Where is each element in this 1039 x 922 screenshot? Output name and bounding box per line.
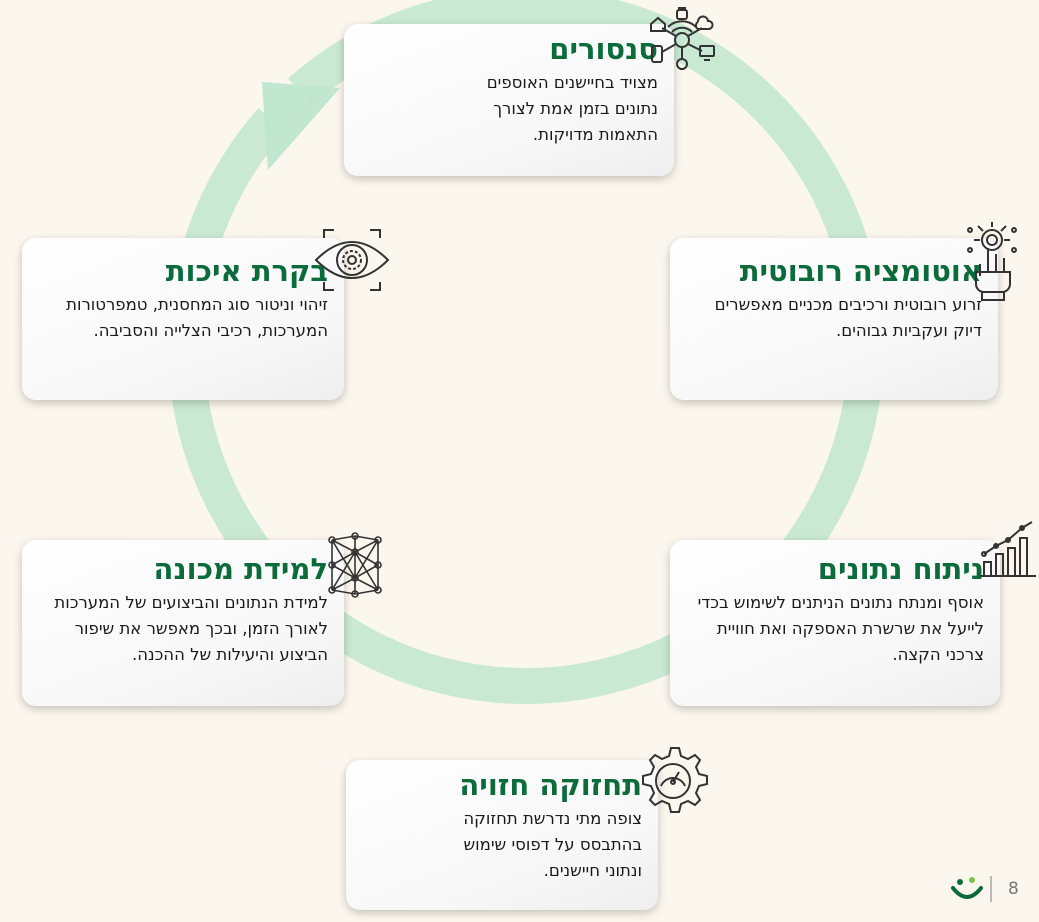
neural-network-icon: [328, 532, 382, 598]
footer: 8: [950, 876, 1019, 902]
gear-gauge-icon: [642, 747, 708, 813]
card-data-analysis: ניתוח נתונים אוסף ומנתח נתונים הניתנים ל…: [670, 540, 1000, 706]
card-title: אוטומציה רובוטית: [739, 254, 982, 288]
card-sensors: סנסורים מצויד בחיישנים האוספים נתונים בז…: [344, 24, 674, 176]
footer-separator: [990, 876, 992, 902]
cycle-arrowhead: [262, 82, 340, 170]
smile-logo-icon: [951, 877, 983, 899]
iot-network-icon: [650, 7, 715, 70]
card-title: ניתוח נתונים: [817, 552, 984, 586]
card-predictive-maintenance: תחזוקה חזויה צופה מתי נדרשת תחזוקה בהתבס…: [346, 760, 658, 910]
card-body: זיהוי וניטור סוג המחסנית, טמפרטורות המער…: [66, 295, 328, 340]
card-robotic-automation: אוטומציה רובוטית זרוע רובוטית ורכיבים מכ…: [670, 238, 998, 400]
card-title: תחזוקה חזויה: [459, 768, 642, 802]
card-title: בקרת איכות: [165, 254, 328, 288]
card-body: למידת הנתונים והביצועים של המערכות לאורך…: [54, 593, 328, 664]
card-body: מצויד בחיישנים האוספים נתונים בזמן אמת ל…: [486, 73, 658, 144]
card-body: אוסף ומנתח נתונים הניתנים לשימוש בכדי לי…: [697, 593, 984, 664]
card-body: צופה מתי נדרשת תחזוקה בהתבסס על דפוסי שי…: [463, 809, 642, 880]
robot-hand-icon: [967, 222, 1017, 301]
card-title: למידת מכונה: [153, 552, 328, 586]
bar-chart-icon: [980, 521, 1036, 577]
eye-scan-icon: [314, 229, 390, 291]
card-quality-control: בקרת איכות זיהוי וניטור סוג המחסנית, טמפ…: [22, 238, 344, 400]
card-body: זרוע רובוטית ורכיבים מכניים מאפשרים דיוק…: [714, 295, 982, 340]
page-number: 8: [1008, 879, 1019, 899]
card-title: סנסורים: [549, 32, 658, 66]
card-machine-learning: למידת מכונה למידת הנתונים והביצועים של ה…: [22, 540, 344, 706]
